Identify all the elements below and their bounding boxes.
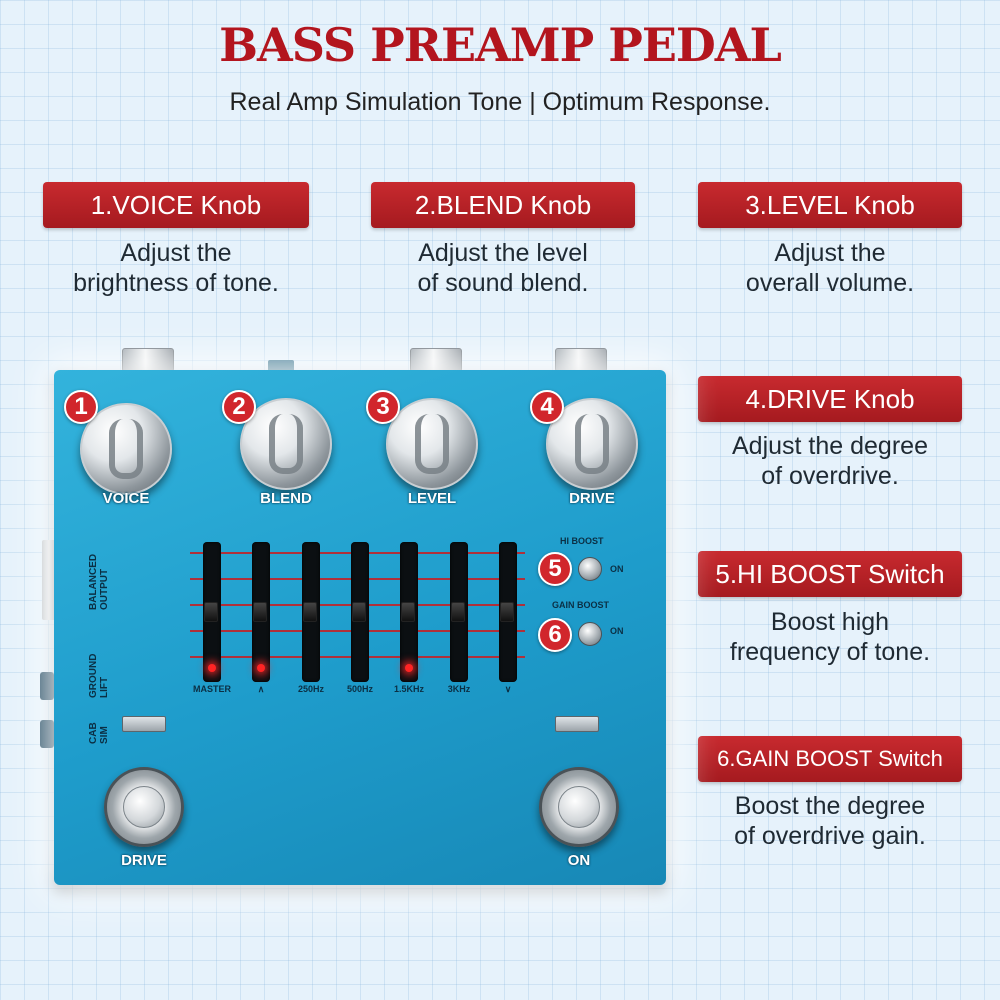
callout-blend-badge: 2.BLEND Knob [371, 182, 635, 228]
drive-footswitch-label: DRIVE [121, 852, 167, 869]
gain-boost-number-marker: 6 [538, 618, 572, 652]
callout-gain-boost-desc: Boost the degree of overdrive gain. [684, 791, 976, 851]
callout-drive-line2: of overdrive. [761, 462, 899, 490]
callout-hi-boost-line1: Boost high [770, 608, 890, 636]
eq-slider-cap[interactable] [253, 602, 267, 622]
callout-gain-boost-badge: 6.GAIN BOOST Switch [698, 736, 962, 782]
callout-blend-line1: Adjust the level [418, 239, 588, 267]
eq-slider-master[interactable] [203, 542, 221, 682]
eq-label-master: MASTER [193, 684, 231, 694]
eq-slider-1-5khz[interactable] [400, 542, 418, 682]
eq-slider-cap[interactable] [500, 602, 514, 622]
page-subtitle: Real Amp Simulation Tone | Optimum Respo… [229, 88, 771, 116]
callout-blend-line2: of sound blend. [417, 269, 589, 297]
on-footswitch-cap[interactable] [558, 786, 600, 828]
drive-footswitch[interactable] [104, 767, 184, 847]
power-jack [268, 360, 294, 372]
callout-gain-boost-line1: Boost the degree [734, 792, 926, 820]
eq-slider-cap[interactable] [401, 602, 415, 622]
cab-sim-switch[interactable] [40, 720, 54, 748]
callout-drive-desc: Adjust the degree of overdrive. [684, 431, 976, 491]
blend-knob-label: BLEND [260, 490, 312, 507]
gain-boost-label: GAIN BOOST [552, 600, 610, 610]
hi-boost-on-label: ON [610, 564, 624, 574]
eq-label-500hz: 500Hz [346, 684, 373, 694]
blend-number-marker: 2 [222, 390, 256, 424]
drive-knob[interactable] [546, 398, 638, 490]
eq-slider-cap[interactable] [352, 602, 366, 622]
eq-label-3khz: 3KHz [447, 684, 471, 694]
eq-led [208, 664, 216, 672]
eq-slider-500hz[interactable] [351, 542, 369, 682]
callout-gain-boost-line2: of overdrive gain. [734, 822, 926, 850]
callout-voice-line1: Adjust the [120, 239, 232, 267]
callout-drive-badge: 4.DRIVE Knob [698, 376, 962, 422]
page-title: BASS PREAMP PEDAL [219, 18, 782, 72]
eq-led [257, 664, 265, 672]
voice-knob-grip [109, 419, 143, 479]
ground-lift-switch[interactable] [40, 672, 54, 700]
level-knob-label: LEVEL [407, 490, 457, 507]
gain-boost-switch[interactable] [578, 622, 602, 646]
balanced-output-label: BALANCED OUTPUT [88, 553, 110, 610]
eq-label-high: ∨ [504, 684, 512, 694]
input-jack [122, 348, 174, 372]
ground-lift-label: GROUND LIFT [88, 653, 110, 698]
voice-number-marker: 1 [64, 390, 98, 424]
callout-drive-line1: Adjust the degree [732, 432, 928, 460]
level-knob-grip [415, 414, 449, 474]
drive-footswitch-cap[interactable] [123, 786, 165, 828]
level-number-marker: 3 [366, 390, 400, 424]
eq-label-1-5khz: 1.5KHz [393, 684, 424, 694]
eq-label-250hz: 250Hz [297, 684, 324, 694]
on-footswitch[interactable] [539, 767, 619, 847]
drive-knob-grip [575, 414, 609, 474]
eq-slider-cap[interactable] [451, 602, 465, 622]
callout-hi-boost-badge: 5.HI BOOST Switch [698, 551, 962, 597]
callout-level-desc: Adjust the overall volume. [684, 238, 976, 298]
eq-slider-250hz[interactable] [302, 542, 320, 682]
output-jack [410, 348, 462, 372]
callout-voice-desc: Adjust the brightness of tone. [30, 238, 322, 298]
callout-level-line2: overall volume. [745, 269, 915, 297]
voice-knob[interactable] [80, 403, 172, 495]
drive-indicator-window [122, 716, 166, 732]
hi-boost-label: HI BOOST [560, 536, 604, 546]
aux-jack [555, 348, 607, 372]
level-knob[interactable] [386, 398, 478, 490]
eq-slider-cap[interactable] [204, 602, 218, 622]
on-indicator-window [555, 716, 599, 732]
drive-number-marker: 4 [530, 390, 564, 424]
eq-slider-cap[interactable] [303, 602, 317, 622]
voice-knob-label: VOICE [102, 490, 150, 507]
drive-knob-label: DRIVE [569, 490, 615, 507]
on-footswitch-label: ON [567, 852, 591, 869]
gain-boost-on-label: ON [610, 626, 624, 636]
hi-boost-switch[interactable] [578, 557, 602, 581]
callout-hi-boost-line2: frequency of tone. [729, 638, 931, 666]
callout-blend-desc: Adjust the level of sound blend. [356, 238, 650, 298]
callout-voice-line2: brightness of tone. [73, 269, 279, 297]
eq-slider-high[interactable] [499, 542, 517, 682]
cab-sim-label: CAB SIM [88, 722, 110, 744]
eq-led [405, 664, 413, 672]
hi-boost-number-marker: 5 [538, 552, 572, 586]
callout-level-badge: 3.LEVEL Knob [698, 182, 962, 228]
eq-slider-3khz[interactable] [450, 542, 468, 682]
callout-hi-boost-desc: Boost high frequency of tone. [684, 607, 976, 667]
blend-knob-grip [269, 414, 303, 474]
eq-label-low: ∧ [257, 684, 265, 694]
xlr-output-connector [42, 540, 56, 620]
blend-knob[interactable] [240, 398, 332, 490]
eq-slider-low[interactable] [252, 542, 270, 682]
callout-voice-badge: 1.VOICE Knob [43, 182, 309, 228]
callout-level-line1: Adjust the [774, 239, 886, 267]
